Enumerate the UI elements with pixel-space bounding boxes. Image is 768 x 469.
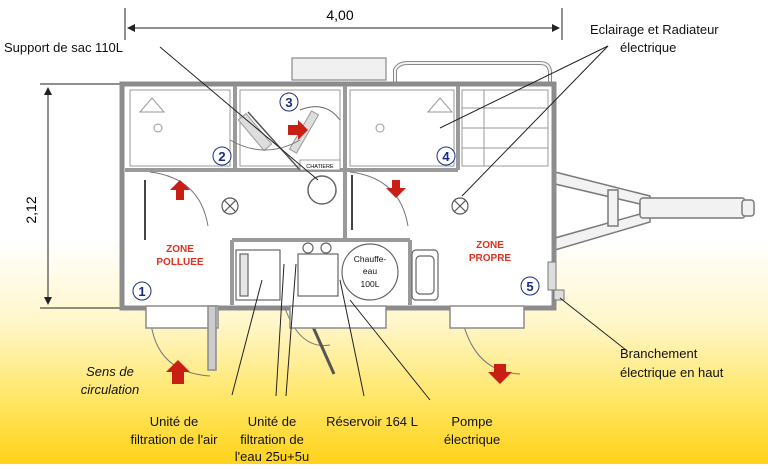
electric-box	[547, 261, 557, 291]
pompe-label-2: électrique	[444, 432, 500, 447]
eclairage-label-1: Eclairage et Radiateur	[590, 22, 719, 37]
shelves	[461, 89, 549, 167]
arrow-right-room3	[288, 120, 308, 140]
room-2-shower	[129, 89, 231, 167]
room-numbers: 1 2 3 4 5	[132, 92, 540, 301]
leader-lines	[159, 45, 627, 401]
zone-propre-line2: PROPRE	[469, 253, 512, 264]
room-number-1: 1	[138, 284, 145, 299]
thresholds	[145, 305, 525, 371]
room-number-4: 4	[442, 149, 450, 164]
sens-label-1: Sens de	[86, 364, 134, 379]
branchement-label-2: électrique en haut	[620, 365, 724, 380]
height-value: 2,12	[23, 196, 39, 223]
top-cable-inner	[394, 62, 551, 300]
room-4-shower	[349, 89, 455, 167]
arrow-up-entrance	[166, 360, 190, 384]
chatiere-label: CHATIERE	[306, 164, 334, 170]
pompe-label-1: Pompe	[451, 414, 492, 429]
room-number-2: 2	[218, 149, 225, 164]
room-number-3: 3	[285, 95, 292, 110]
chauffe-eau-line1: Chauffe-	[354, 254, 387, 264]
arrow-down-propre	[386, 180, 406, 198]
tow-bar	[554, 171, 755, 252]
width-dimension: 4,00	[124, 7, 563, 40]
unite-air-label-1: Unité de	[150, 414, 198, 429]
chauffe-eau-line3: 100L	[361, 279, 380, 289]
arrow-up-polluee	[170, 180, 190, 200]
circulation-arrows	[166, 120, 512, 384]
zone-polluee-line2: POLLUEE	[156, 257, 204, 268]
bag-support-circle	[307, 175, 337, 205]
chauffe-eau-line2: eau	[363, 266, 377, 276]
unite-eau-label-1: Unité de	[248, 414, 296, 429]
sens-label-2: circulation	[81, 382, 140, 397]
zone-polluee-line1: ZONE	[166, 244, 194, 255]
roof-vent	[291, 57, 387, 81]
height-dimension: 2,12	[23, 83, 120, 309]
support-sac-label: Support de sac 110L	[4, 40, 123, 55]
room-number-5: 5	[526, 279, 533, 294]
branchement-label-1: Branchement	[620, 346, 698, 361]
eclairage-label-2: électrique	[620, 40, 676, 55]
width-value: 4,00	[326, 7, 353, 23]
reservoir-label: Réservoir 164 L	[326, 414, 418, 429]
unite-air-label-2: filtration de l'air	[130, 432, 218, 447]
zone-propre-line1: ZONE	[476, 240, 504, 251]
electric-plug	[553, 289, 565, 301]
unite-eau-label-2: filtration de	[240, 432, 304, 447]
light-symbols	[221, 197, 469, 215]
equipment-room	[235, 242, 439, 301]
arrow-down-exit	[488, 364, 512, 384]
unite-eau-label-3: l'eau 25u+5u	[235, 449, 309, 464]
